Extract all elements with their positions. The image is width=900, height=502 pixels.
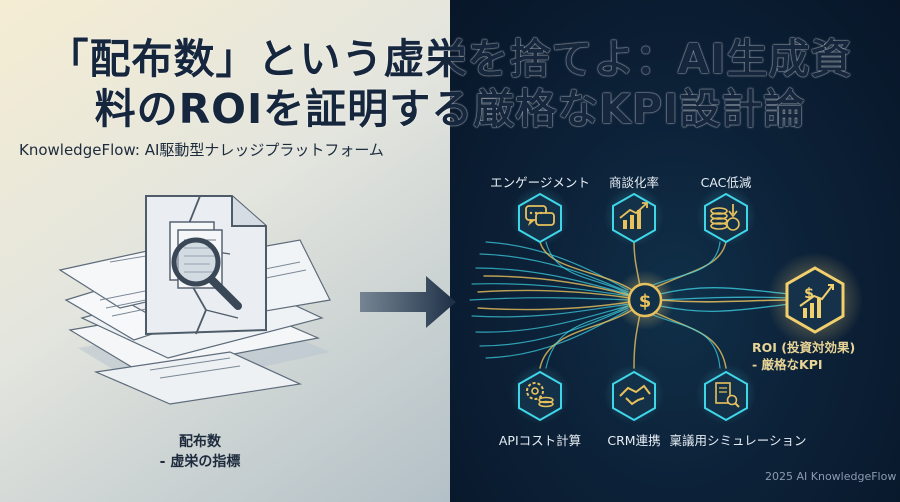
title-line-2: 料のROIを証明する厳格なKPI設計論	[94, 85, 806, 133]
metric-label-cac-reduction: CAC低減	[700, 175, 752, 190]
right-arrow-icon	[360, 276, 456, 328]
footer-credit: 2025 AI KnowledgeFlow	[765, 470, 897, 483]
metric-label-conversion-rate: 商談化率	[608, 175, 660, 190]
vanity-metric-caption: 配布数 - 虚栄の指標	[115, 432, 285, 472]
metric-label-api-cost: APIコスト計算	[498, 433, 582, 448]
svg-text:$: $	[639, 291, 652, 312]
chat-bubbles-icon	[510, 186, 570, 246]
subtitle: KnowledgeFlow: AI駆動型ナレッジプラットフォーム	[19, 141, 384, 159]
roi-label-line-1: ROI (投資対効果)	[752, 340, 856, 355]
vanity-metric-sublabel: - 虚栄の指標	[159, 454, 241, 470]
handshake-icon	[604, 364, 664, 424]
metric-label-approval-simulation: 稟議用シミュレーション	[669, 433, 807, 448]
magnifying-glass-icon	[171, 237, 242, 310]
dollar-coin-icon: $	[615, 270, 675, 330]
gear-coin-icon	[510, 364, 570, 424]
svg-text:$: $	[804, 286, 814, 302]
metric-label-crm-integration: CRM連携	[607, 433, 661, 448]
roi-label: ROI (投資対効果) - 厳格なKPI	[752, 339, 900, 373]
rising-bar-chart-icon	[604, 186, 664, 246]
roi-label-line-2: - 厳格なKPI	[752, 357, 823, 372]
document-magnifier-icon	[696, 364, 756, 424]
dollar-growth-chart-icon: $	[767, 252, 863, 348]
title-line-1: 「配布数」という虚栄を捨てよ：AI生成資	[47, 35, 853, 83]
page-title: 「配布数」という虚栄を捨てよ：AI生成資 料のROIを証明する厳格なKPI設計論	[0, 34, 900, 134]
coin-stack-down-arrow-icon	[696, 186, 756, 246]
vanity-metric-label: 配布数	[179, 434, 221, 450]
metric-label-engagement: エンゲージメント	[490, 175, 590, 190]
